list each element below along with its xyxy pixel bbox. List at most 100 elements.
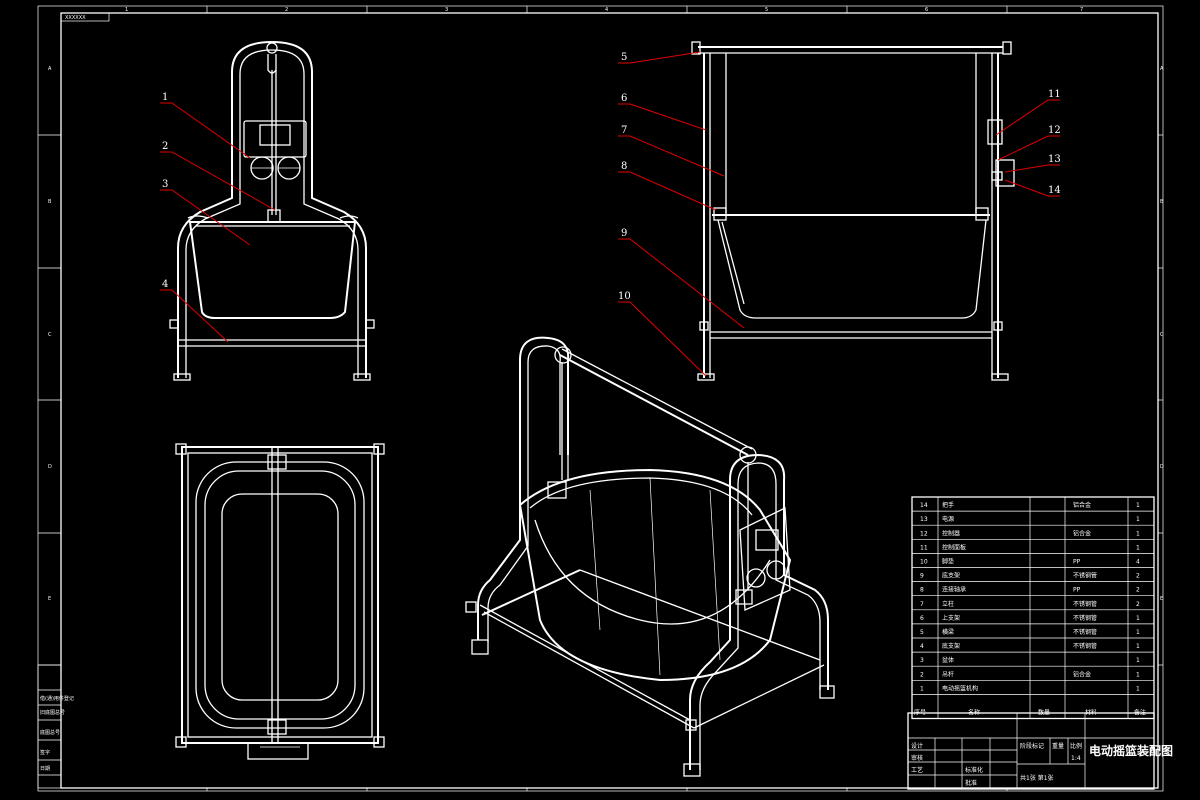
bom-row-name: 横梁 <box>942 628 954 636</box>
svg-text:重量: 重量 <box>1052 742 1064 750</box>
bom-row-material: PP <box>1073 587 1081 594</box>
balloon-13: 13 <box>1048 154 1061 165</box>
bom-row-name: 吊杆 <box>942 670 954 678</box>
bom-row-material: 铝合金 <box>1073 501 1091 509</box>
bom-row-no: 12 <box>920 530 928 537</box>
bom-row-no: 5 <box>920 629 924 636</box>
balloon-11: 11 <box>1048 89 1061 100</box>
bom-row-name: 电源 <box>942 515 954 523</box>
bom-row-name: 电动摇篮机构 <box>942 684 978 692</box>
balloon-4: 4 <box>162 279 168 290</box>
svg-text:C: C <box>48 332 52 338</box>
bom-row-qty: 1 <box>1136 629 1140 636</box>
svg-text:阶段标记: 阶段标记 <box>1020 742 1044 750</box>
isometric-view <box>465 336 835 777</box>
svg-text:底图总号: 底图总号 <box>40 729 60 736</box>
bom-row-name: 把手 <box>942 501 954 509</box>
inner-border <box>60 12 1159 789</box>
balloon-5: 5 <box>621 52 627 63</box>
bom-row-qty: 1 <box>1136 516 1140 523</box>
bom-row-no: 3 <box>920 657 924 664</box>
leader-lines <box>160 51 1060 377</box>
svg-text:借(通)用件登记: 借(通)用件登记 <box>40 695 74 702</box>
svg-text:批准: 批准 <box>965 779 977 787</box>
bom-row-no: 4 <box>920 643 924 650</box>
balloon-8: 8 <box>621 161 627 172</box>
bom-row-no: 11 <box>920 544 928 551</box>
bom-row-name: 控制面板 <box>942 543 966 551</box>
svg-text:B: B <box>1160 199 1164 205</box>
svg-text:6: 6 <box>925 7 928 13</box>
bom-row-material: 不锈钢管 <box>1073 600 1097 608</box>
balloon-12: 12 <box>1048 125 1061 136</box>
bom-row-qty: 2 <box>1136 587 1140 594</box>
drawing-title: 电动摇篮装配图 <box>1089 743 1173 758</box>
balloon-1: 1 <box>162 92 168 103</box>
bom-row-qty: 1 <box>1136 657 1140 664</box>
svg-text:A: A <box>48 66 52 72</box>
svg-text:1: 1 <box>125 7 128 13</box>
bom-row-material: 铝合金 <box>1073 529 1091 537</box>
bom-row-qty: 1 <box>1136 671 1140 678</box>
title-block <box>907 712 1155 790</box>
side-view <box>691 41 1015 381</box>
balloon-10: 10 <box>618 291 631 302</box>
code-box <box>60 12 110 22</box>
bom-row-qty: 1 <box>1136 685 1140 692</box>
svg-text:日期: 日期 <box>40 766 50 772</box>
bom-row-material: PP <box>1073 559 1081 566</box>
bom-row-no: 2 <box>920 671 924 678</box>
svg-text:比例: 比例 <box>1070 742 1082 750</box>
balloon-6: 6 <box>621 93 627 104</box>
outer-border <box>37 5 1164 792</box>
svg-text:D: D <box>1160 464 1164 470</box>
svg-text:E: E <box>1160 596 1163 602</box>
bom-row-no: 10 <box>920 559 928 566</box>
bom-row-material: 不锈钢管 <box>1073 614 1097 622</box>
zone-ticks <box>38 6 1163 791</box>
svg-text:2: 2 <box>285 7 288 13</box>
side-registry-table <box>37 664 62 789</box>
svg-text:设计: 设计 <box>911 742 923 750</box>
svg-text:D: D <box>48 464 52 470</box>
bom-row-no: 8 <box>920 587 924 594</box>
bom-row-material: 不锈钢管 <box>1073 628 1097 636</box>
bom-row-qty: 2 <box>1136 601 1140 608</box>
svg-text:A: A <box>1160 66 1164 72</box>
svg-text:5: 5 <box>765 7 768 13</box>
balloon-3: 3 <box>162 179 168 190</box>
bom-row-name: 脚垫 <box>942 558 954 566</box>
svg-text:共1张 第1张: 共1张 第1张 <box>1020 774 1054 782</box>
svg-text:B: B <box>48 199 52 205</box>
balloon-2: 2 <box>162 141 168 152</box>
bom-row-no: 13 <box>920 516 928 523</box>
bom-row-qty: 1 <box>1136 544 1140 551</box>
bom-row-no: 1 <box>920 685 924 692</box>
svg-text:工艺: 工艺 <box>911 766 923 774</box>
bom-row-qty: 1 <box>1136 502 1140 509</box>
bom-row-no: 6 <box>920 615 924 622</box>
bom-row-qty: 2 <box>1136 573 1140 580</box>
zone-labels: 1 2 3 4 5 6 7 A B C D E A B C D E <box>48 7 1164 602</box>
svg-text:签字: 签字 <box>40 749 50 756</box>
top-view <box>175 443 385 760</box>
bom-row-name: 上支架 <box>942 614 960 622</box>
svg-text:1:4: 1:4 <box>1071 755 1081 762</box>
balloon-9: 9 <box>621 228 627 239</box>
bom-row-no: 9 <box>920 573 924 580</box>
svg-text:审核: 审核 <box>911 754 923 762</box>
svg-text:3: 3 <box>445 7 448 13</box>
svg-text:旧底图总号: 旧底图总号 <box>40 709 65 716</box>
bom-row-qty: 1 <box>1136 530 1140 537</box>
bom-row-no: 7 <box>920 601 924 608</box>
balloon-7: 7 <box>621 125 627 136</box>
bom-row-name: 底支架 <box>942 572 960 580</box>
svg-text:4: 4 <box>605 7 608 13</box>
balloon-labels: 1 2 3 4 5 6 7 8 9 10 11 12 13 14 <box>162 52 1061 302</box>
svg-text:E: E <box>48 596 51 602</box>
bom-row-name: 盆体 <box>942 656 954 664</box>
svg-text:XXXXXX: XXXXXX <box>65 15 86 21</box>
bom-row-name: 立柱 <box>942 600 954 608</box>
